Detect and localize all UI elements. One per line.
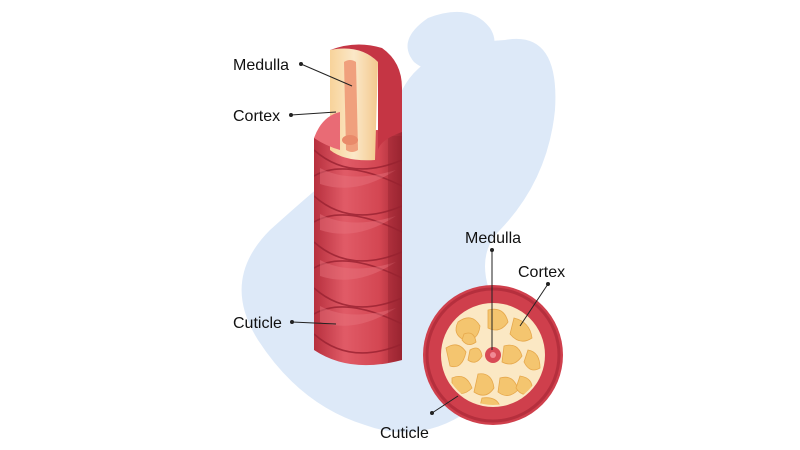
strand-medulla-end [342,135,358,145]
label-cross-medulla: Medulla [465,230,521,247]
leader-cross-cuticle [431,395,459,414]
leader-cross-cortex [519,283,549,327]
label-strand-cortex: Cortex [233,108,280,125]
strand-top-rim [330,44,402,150]
leader-strand-cuticle [291,321,337,325]
hair-cross-section [423,285,563,425]
leader-lines [289,62,550,415]
strand-lower-rim [314,112,340,150]
label-strand-cuticle: Cuticle [233,315,282,332]
leader-strand-cortex [290,111,337,116]
leader-strand-medulla [300,63,353,87]
strand-body [314,130,402,366]
labels: Medulla Cortex Cuticle Medulla Cortex Cu… [233,57,565,442]
label-strand-medulla: Medulla [233,57,289,74]
hair-strand [314,44,402,366]
label-cross-cortex: Cortex [518,264,565,281]
cortex-cells [445,308,541,405]
label-cross-cuticle: Cuticle [380,425,429,442]
strand-medulla [344,60,358,152]
cuticle-scales [314,136,402,365]
